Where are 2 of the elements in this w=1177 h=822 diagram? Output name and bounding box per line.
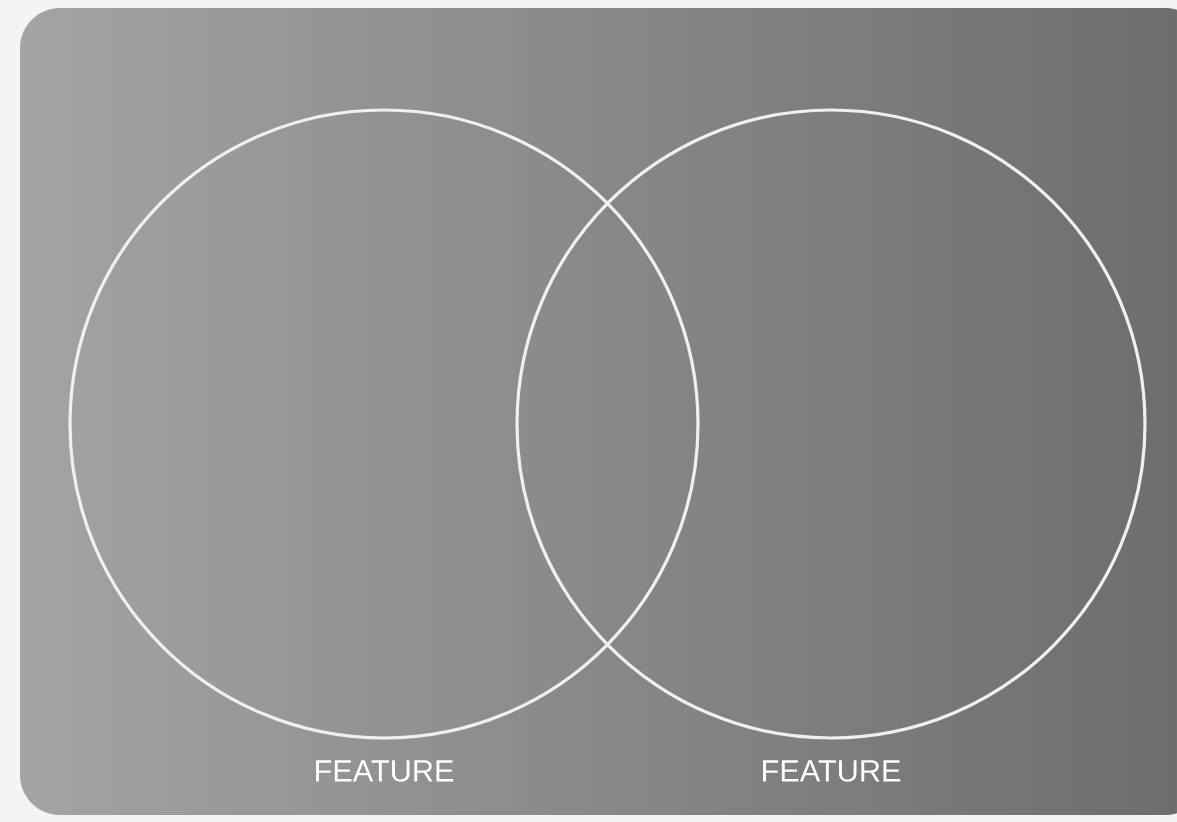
circle-label: FEATURE [316,760,454,782]
circle-label: FEATURE [763,760,901,782]
